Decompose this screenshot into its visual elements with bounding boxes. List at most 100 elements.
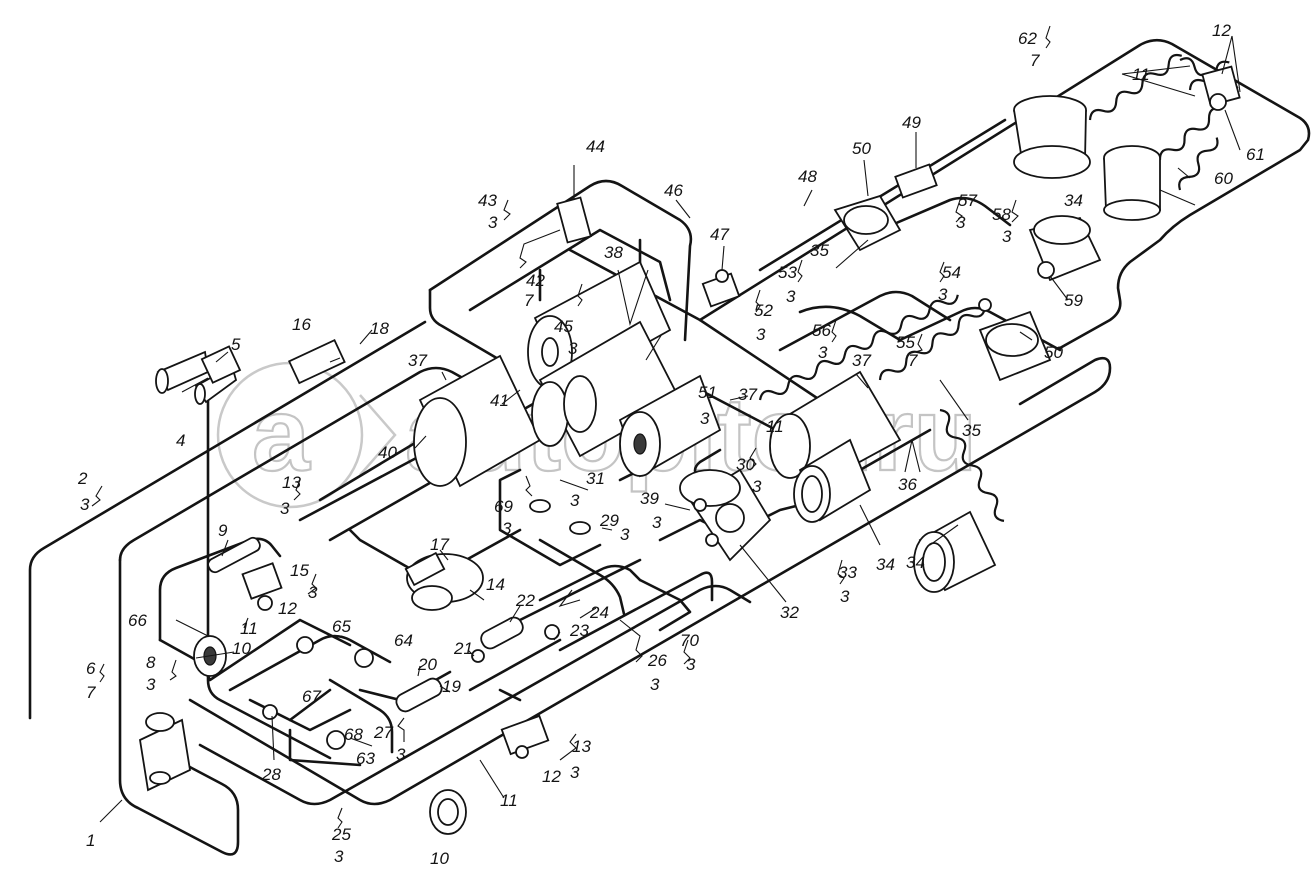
callout-37-centre: 37 — [738, 385, 757, 404]
callout-38: 38 — [604, 243, 623, 262]
callout-25-sub: 3 — [334, 847, 344, 866]
callout-51-sub: 3 — [700, 409, 710, 428]
fitting-65 — [296, 636, 314, 654]
callout-23: 23 — [569, 621, 589, 640]
callout-45: 45 — [554, 317, 573, 336]
callout-17: 17 — [430, 535, 449, 554]
callout-54-sub: 3 — [938, 285, 948, 304]
callout-33-sub: 3 — [840, 587, 850, 606]
callout-4: 4 — [176, 431, 185, 450]
cylinder-19 — [395, 677, 443, 713]
callout-29: 29 — [599, 511, 619, 530]
valve-50-right — [978, 310, 1052, 382]
callout-13-bottom: 13 — [572, 737, 591, 756]
callout-31-sub: 3 — [570, 491, 580, 510]
pipelines — [28, 38, 1311, 856]
callout-30: 30 — [736, 455, 755, 474]
callout-8: 8 — [146, 653, 156, 672]
callout-59: 59 — [1064, 291, 1083, 310]
callout-32: 32 — [780, 603, 799, 622]
callout-67: 67 — [302, 687, 321, 706]
callout-30-sub: 3 — [752, 477, 762, 496]
receiver-31 — [618, 374, 722, 478]
callout-57: 57 — [958, 191, 977, 210]
callout-27: 27 — [373, 723, 393, 742]
callout-35-top: 35 — [810, 241, 829, 260]
valve-12-top — [1201, 65, 1241, 111]
callout-39-sub: 3 — [652, 513, 662, 532]
callout-22: 22 — [515, 591, 535, 610]
callout-56: 56 — [812, 321, 831, 340]
callout-9: 9 — [218, 521, 228, 540]
callout-40: 40 — [378, 443, 397, 462]
receiver-37 — [769, 370, 902, 492]
device-9 — [207, 536, 261, 574]
fitting-64 — [354, 648, 374, 668]
callout-42: 42 — [526, 271, 545, 290]
callout-51: 51 — [698, 383, 717, 402]
valve-35-top — [833, 194, 902, 252]
callout-5: 5 — [231, 335, 241, 354]
callout-42-sub: 7 — [524, 291, 534, 310]
callout-2-sub: 3 — [80, 495, 90, 514]
callout-56-sub: 3 — [818, 343, 828, 362]
callout-55: 55 — [896, 333, 915, 352]
callout-66: 66 — [128, 611, 147, 630]
valve-12-bottom — [500, 714, 550, 759]
callout-49: 49 — [902, 113, 921, 132]
callout-20: 20 — [417, 655, 437, 674]
callout-26: 26 — [647, 651, 667, 670]
callout-62-sub: 7 — [1030, 51, 1040, 70]
callout-68: 68 — [344, 725, 363, 744]
components — [139, 65, 1241, 835]
callout-28: 28 — [261, 765, 281, 784]
callout-34-top: 34 — [1064, 191, 1083, 210]
fitting-23 — [544, 624, 560, 640]
callout-48: 48 — [798, 167, 817, 186]
valve-44 — [556, 196, 592, 244]
spring-brake-34-centre — [793, 438, 872, 523]
callout-24: 24 — [589, 603, 609, 622]
fitting-21 — [471, 649, 485, 663]
callout-47: 47 — [710, 225, 729, 244]
callout-50-top: 50 — [852, 139, 871, 158]
callout-52: 52 — [754, 301, 773, 320]
connector-49 — [894, 163, 938, 199]
callout-11-centre: 11 — [766, 417, 784, 436]
device-17 — [404, 551, 484, 611]
callout-63: 63 — [356, 749, 375, 768]
callout-55-sub: 7 — [908, 351, 918, 370]
fitting-28 — [262, 704, 278, 720]
valve-30 — [679, 469, 741, 512]
callout-15-sub: 3 — [308, 583, 318, 602]
valve-15 — [241, 562, 283, 611]
callout-25: 25 — [331, 825, 351, 844]
callout-54: 54 — [942, 263, 961, 282]
callout-14: 14 — [486, 575, 505, 594]
callout-15: 15 — [290, 561, 309, 580]
callout-69-sub: 3 — [502, 519, 512, 538]
callout-65: 65 — [332, 617, 351, 636]
callout-10-bottom: 10 — [430, 849, 449, 868]
callout-39: 39 — [640, 489, 659, 508]
callout-34-right: 34 — [906, 553, 925, 572]
callout-52-sub: 3 — [756, 325, 766, 344]
callout-18: 18 — [370, 319, 389, 338]
callout-37-right: 37 — [852, 351, 871, 370]
callout-53: 53 — [778, 263, 797, 282]
callout-61: 61 — [1246, 145, 1265, 164]
callout-31: 31 — [586, 469, 605, 488]
callout-70-sub: 3 — [686, 655, 696, 674]
callout-12-left: 12 — [278, 599, 297, 618]
cylinder-22 — [480, 616, 524, 650]
callout-16: 16 — [292, 315, 311, 334]
callout-37-left: 37 — [408, 351, 427, 370]
callout-6: 6 — [86, 659, 96, 678]
callout-69: 69 — [494, 497, 513, 516]
callout-labels: 1 2 3 4 5 6 7 8 3 9 10 10 11 11 11 11 12… — [77, 21, 1265, 868]
valve-1 — [139, 712, 191, 792]
receiver-38 — [527, 260, 672, 390]
callout-50-right: 50 — [1044, 343, 1063, 362]
device-16 — [287, 338, 346, 385]
callout-64: 64 — [394, 631, 413, 650]
